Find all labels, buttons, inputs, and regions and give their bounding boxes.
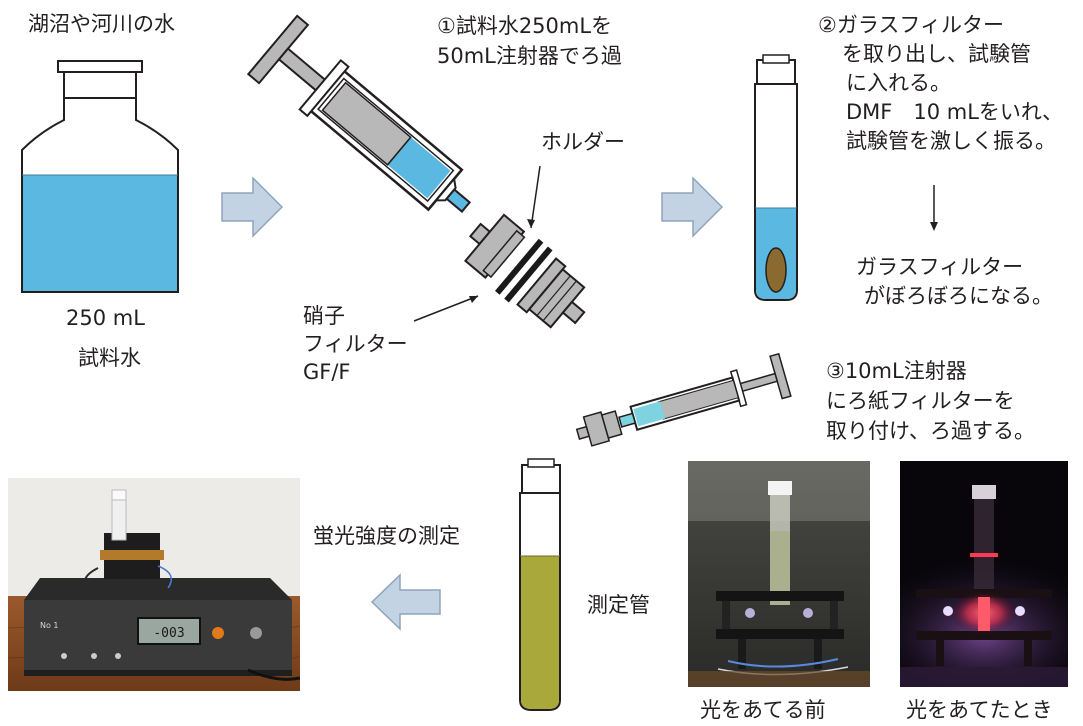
label-volume: 250 mL bbox=[66, 306, 145, 330]
label-step2: ②ガラスフィルター を取り出し、試験管 に入れる。 DMF 10 mLをいれ、 … bbox=[818, 13, 1064, 153]
arrow-right-icon bbox=[221, 176, 284, 238]
label-measure-tube: 測定管 bbox=[587, 593, 650, 617]
label-during-light: 光をあてたとき bbox=[906, 698, 1053, 722]
label-sample-water: 試料水 bbox=[78, 346, 141, 370]
device-display: -003 bbox=[153, 626, 184, 641]
glass-filter-pointer bbox=[413, 295, 479, 322]
arrow-left-icon bbox=[370, 573, 441, 631]
measurement-tube bbox=[519, 458, 561, 711]
label-crumble: ガラスフィルター がぼろぼろになる。 bbox=[856, 255, 1053, 308]
label-step1: ①試料水250mLを 50mL注射器でろ過 bbox=[437, 14, 622, 68]
photo-during-light bbox=[900, 461, 1068, 687]
arrow-right-icon bbox=[661, 176, 724, 238]
label-step3: ③10mL注射器 にろ紙フィルターを 取り付け、ろ過する。 bbox=[826, 359, 1035, 443]
label-holder: ホルダー bbox=[541, 130, 625, 154]
filter-holder bbox=[464, 213, 586, 329]
syringe-50ml bbox=[246, 14, 472, 213]
syringe-10ml bbox=[575, 352, 792, 447]
label-before-light: 光をあてる前 bbox=[700, 698, 826, 722]
sample-bottle bbox=[21, 60, 179, 293]
label-glass-filter: 硝子 フィルター GF/F bbox=[303, 304, 408, 384]
test-tube-with-filter bbox=[754, 54, 798, 301]
device-panel-label: No 1 bbox=[40, 621, 59, 630]
bottle-water bbox=[23, 175, 177, 291]
label-source-water: 湖沼や河川の水 bbox=[28, 12, 175, 36]
holder-pointer bbox=[530, 165, 541, 229]
label-fluorescence: 蛍光強度の測定 bbox=[313, 524, 460, 548]
photo-before-light bbox=[688, 461, 870, 687]
filter-residue bbox=[765, 247, 787, 293]
fluorometer-photo: -003 No 1 bbox=[8, 478, 300, 691]
